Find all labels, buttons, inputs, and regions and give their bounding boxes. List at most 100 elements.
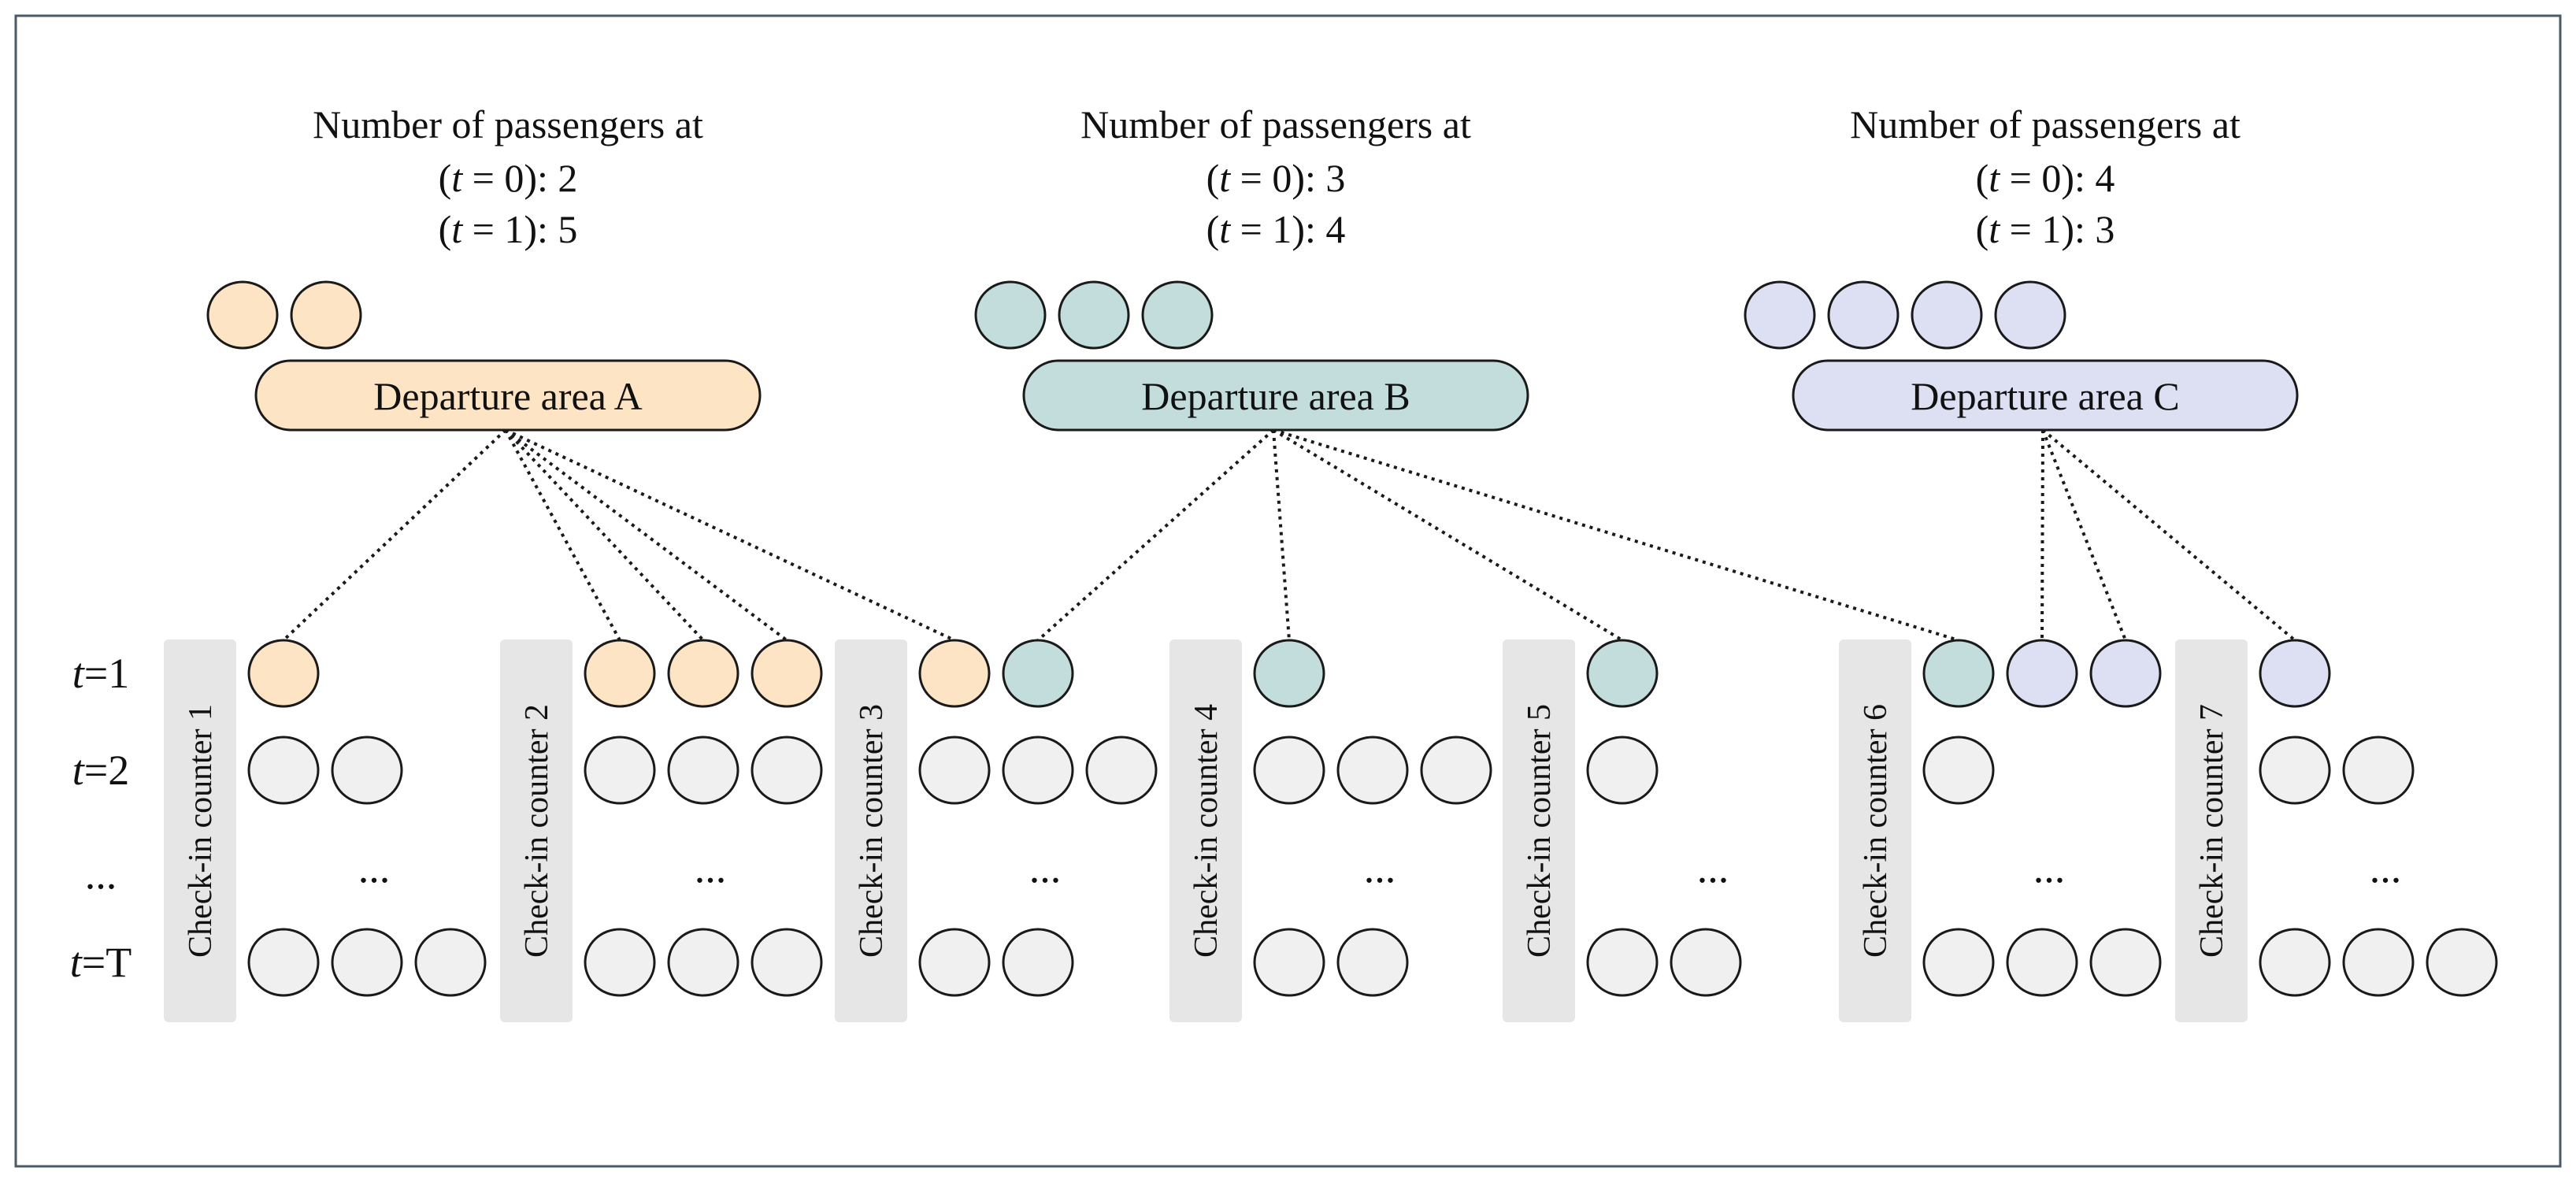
row-label: t=2: [72, 747, 129, 794]
assigned-passenger-c: [2006, 639, 2078, 708]
queued-passenger: [247, 736, 320, 805]
queued-passenger: [2006, 928, 2078, 997]
waiting-passenger: [1994, 280, 2066, 350]
check-in-counters: Check-in counter 1...Check-in counter 2.…: [164, 639, 2498, 1022]
waiting-passenger: [206, 280, 279, 350]
counter-bar: [1503, 639, 1575, 1022]
check-in-counter-4: Check-in counter 4...: [1169, 639, 1492, 1022]
assigned-passenger-b: [1922, 639, 1995, 708]
check-in-counter-2: Check-in counter 2...: [500, 639, 823, 1022]
counter-bar: [2175, 639, 2248, 1022]
passenger-count-t0: (t = 0): 2: [439, 156, 578, 200]
check-in-counter-7: Check-in counter 7...: [2175, 639, 2498, 1022]
assignment-link: [1036, 428, 1275, 642]
ellipsis: ...: [1697, 844, 1729, 891]
assignment-link: [282, 428, 507, 642]
ellipsis: ...: [695, 844, 727, 891]
assigned-passenger-c: [2259, 639, 2331, 708]
queued-passenger: [2426, 928, 2498, 997]
queued-passenger: [918, 736, 991, 805]
row-label: ...: [85, 851, 117, 898]
queued-passenger: [667, 736, 739, 805]
counter-label: Check-in counter 7: [2194, 704, 2230, 958]
waiting-passenger: [1141, 280, 1214, 350]
queued-passenger: [247, 928, 320, 997]
assigned-passenger-a: [751, 639, 823, 708]
queued-passenger: [751, 736, 823, 805]
departure-area-c: Number of passengers at (t = 0): 4 (t = 1)…: [1744, 102, 2299, 432]
passenger-count-header: Number of passengers at: [313, 102, 703, 146]
time-row-labels: t=1 t=2... t=T: [70, 650, 132, 986]
passenger-count-header: Number of passengers at: [1850, 102, 2241, 146]
assigned-passenger-b: [1002, 639, 1074, 708]
passenger-count-t1: (t = 1): 5: [439, 207, 578, 251]
check-in-counter-5: Check-in counter 5...: [1503, 639, 1742, 1022]
queued-passenger: [1002, 928, 1074, 997]
passenger-count-header: Number of passengers at: [1080, 102, 1471, 146]
queued-passenger: [1002, 736, 1074, 805]
departure-area-a: Number of passengers at (t = 0): 2 (t = 1)…: [206, 102, 762, 432]
waiting-passenger: [1827, 280, 1900, 350]
assignment-link: [504, 429, 621, 641]
waiting-passenger: [1911, 280, 1983, 350]
ellipsis: ...: [2033, 844, 2066, 891]
ellipsis: ...: [358, 844, 391, 891]
counter-label: Check-in counter 4: [1188, 704, 1225, 958]
departure-area-label: Departure area B: [1141, 374, 1410, 418]
queued-passenger: [1420, 736, 1492, 805]
row-label: t=T: [70, 939, 132, 986]
queued-passenger: [2259, 928, 2331, 997]
departure-area-label: Departure area C: [1911, 374, 2179, 418]
assignment-link: [504, 428, 788, 642]
queued-passenger: [584, 928, 656, 997]
queued-passenger: [1922, 736, 1995, 805]
assignment-link: [2040, 429, 2044, 641]
row-label: t=1: [72, 650, 129, 697]
departure-areas: Number of passengers at (t = 0): 2 (t = 1)…: [206, 102, 2299, 432]
queued-passenger: [2089, 928, 2162, 997]
queued-passenger: [1336, 736, 1409, 805]
check-in-counter-3: Check-in counter 3...: [835, 639, 1158, 1022]
queued-passenger: [1586, 736, 1659, 805]
queued-passenger: [667, 928, 739, 997]
waiting-passenger: [1058, 280, 1130, 350]
assignment-link: [1272, 428, 1624, 642]
assigned-passenger-c: [2089, 639, 2162, 708]
departure-area-pill: [1022, 359, 1529, 432]
assigned-passenger-a: [667, 639, 739, 708]
counter-label: Check-in counter 3: [854, 704, 890, 958]
queued-passenger: [2342, 736, 2415, 805]
assignment-links: [282, 428, 2296, 642]
assigned-passenger-b: [1253, 639, 1325, 708]
counter-bar: [500, 639, 573, 1022]
assignment-link: [1273, 428, 1959, 642]
departure-area-b: Number of passengers at (t = 0): 3 (t = 1)…: [974, 102, 1529, 432]
queued-passenger: [1336, 928, 1409, 997]
departure-area-pill: [1792, 359, 2299, 432]
passenger-count-t0: (t = 0): 3: [1206, 156, 1346, 200]
assignment-link: [2041, 429, 2127, 641]
counter-label: Check-in counter 2: [519, 704, 555, 958]
queued-passenger: [751, 928, 823, 997]
queued-passenger: [584, 736, 656, 805]
queued-passenger: [331, 736, 403, 805]
waiting-passenger: [290, 280, 362, 350]
queued-passenger: [2342, 928, 2415, 997]
counter-label: Check-in counter 6: [1858, 704, 1894, 958]
waiting-passenger: [1744, 280, 1816, 350]
passenger-count-t1: (t = 1): 4: [1206, 207, 1346, 251]
counter-bar: [835, 639, 907, 1022]
queued-passenger: [1586, 928, 1659, 997]
assigned-passenger-a: [247, 639, 320, 708]
passenger-count-t1: (t = 1): 3: [1976, 207, 2115, 251]
ellipsis: ...: [2370, 844, 2402, 891]
counter-bar: [1839, 639, 1911, 1022]
passenger-count-t0: (t = 0): 4: [1976, 156, 2115, 200]
counter-label: Check-in counter 5: [1522, 704, 1558, 958]
check-in-counter-6: Check-in counter 6...: [1839, 639, 2162, 1022]
ellipsis: ...: [1364, 844, 1396, 891]
counter-bar: [1169, 639, 1242, 1022]
assignment-link: [504, 428, 705, 642]
